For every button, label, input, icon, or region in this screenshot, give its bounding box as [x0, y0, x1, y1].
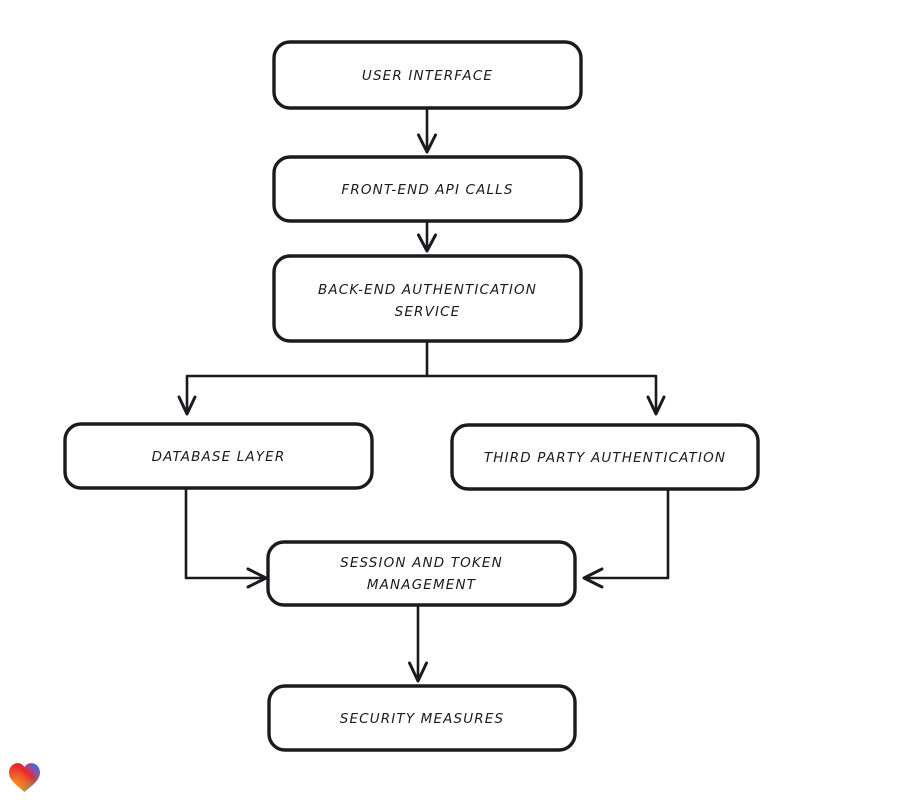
node-box[interactable]	[272, 254, 583, 343]
node-user-interface[interactable]: USER INTERFACE	[272, 40, 583, 110]
node-label-security-measures: SECURITY MEASURES	[340, 711, 504, 727]
edge-api-to-backend	[417, 219, 437, 253]
edge-backend-to-database	[177, 339, 429, 416]
node-label-third-party-authentication: THIRD PARTY AUTHENTICATION	[484, 450, 726, 466]
node-box[interactable]	[450, 423, 760, 491]
node-label-session-line2: MANAGEMENT	[367, 577, 477, 593]
edge-database-to-session	[184, 486, 268, 589]
node-label-database-layer: DATABASE LAYER	[152, 449, 286, 465]
edge-thirdparty-to-session	[582, 487, 670, 589]
edge-session-to-security	[408, 603, 428, 683]
node-label-back-end-authentication-line1: BACK-END AUTHENTICATION	[318, 282, 537, 298]
node-back-end-authentication-service[interactable]: BACK-END AUTHENTICATION SERVICE	[272, 254, 583, 343]
edge-ui-to-api	[417, 106, 437, 154]
node-session-and-token-management[interactable]: SESSION AND TOKEN MANAGEMENT	[266, 540, 577, 607]
node-label-user-interface: USER INTERFACE	[362, 68, 493, 84]
node-label-front-end-api-calls: FRONT-END API CALLS	[341, 182, 513, 198]
edge-backend-to-thirdparty	[425, 374, 666, 416]
node-box[interactable]	[272, 40, 583, 110]
heart-shape-overlay	[9, 763, 40, 792]
node-box[interactable]	[272, 155, 583, 223]
node-security-measures[interactable]: SECURITY MEASURES	[267, 684, 577, 752]
node-label-session-line1: SESSION AND TOKEN	[340, 555, 503, 571]
node-box[interactable]	[266, 540, 577, 607]
node-third-party-authentication[interactable]: THIRD PARTY AUTHENTICATION	[450, 423, 760, 491]
heart-icon	[9, 763, 40, 792]
node-box[interactable]	[63, 422, 374, 490]
node-front-end-api-calls[interactable]: FRONT-END API CALLS	[272, 155, 583, 223]
node-box[interactable]	[267, 684, 577, 752]
node-label-back-end-authentication-line2: SERVICE	[395, 304, 461, 320]
node-database-layer[interactable]: DATABASE LAYER	[63, 422, 374, 490]
